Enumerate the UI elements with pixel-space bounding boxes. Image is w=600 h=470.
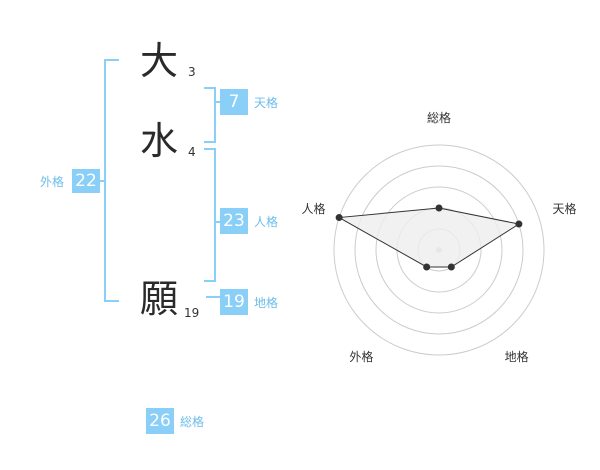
chikaku-bracket-tick	[206, 296, 220, 298]
radar-axis-label-天格: 天格	[553, 201, 577, 216]
chikaku-label: 地格	[254, 296, 279, 310]
gaikaku-bracket	[104, 59, 119, 302]
gaikaku-bracket-tick	[98, 180, 105, 182]
radar-axis-label-地格: 地格	[505, 349, 529, 364]
radar-area	[337, 207, 521, 268]
radar-axis-label-人格: 人格	[301, 201, 325, 216]
radar-axis-label-総格: 総格	[427, 110, 451, 125]
jinkaku-value: 23	[220, 208, 248, 234]
soukaku-value: 26	[146, 408, 174, 434]
radar-ring-4	[354, 165, 524, 335]
radar-axis-label-外格: 外格	[349, 349, 373, 364]
chikaku-value: 19	[220, 289, 248, 315]
jinkaku-label: 人格	[254, 215, 279, 229]
stroke-count-3: 19	[184, 306, 200, 320]
tenkaku-bracket-tick	[214, 101, 220, 103]
radar-point-天格	[515, 220, 523, 228]
tenkaku-bracket	[204, 87, 216, 143]
radar-point-外格	[423, 263, 431, 271]
jinkaku-bracket-tick	[214, 221, 220, 223]
jinkaku-bracket	[204, 148, 216, 282]
name-char-2: 水	[140, 119, 179, 163]
radar-point-総格	[435, 204, 443, 212]
radar-ring-3	[375, 186, 503, 314]
name-char-1: 大	[140, 39, 179, 83]
stroke-count-2: 4	[188, 145, 196, 159]
gaikaku-value: 22	[72, 169, 100, 193]
soukaku-label: 総格	[180, 415, 205, 429]
radar-point-地格	[447, 263, 455, 271]
name-char-3: 願	[140, 277, 179, 321]
tenkaku-value: 7	[220, 89, 248, 115]
radar-point-人格	[335, 214, 343, 222]
stroke-count-1: 3	[188, 65, 196, 79]
radar-ring-5	[333, 144, 545, 356]
tenkaku-label: 天格	[254, 96, 279, 110]
gaikaku-label: 外格	[40, 175, 65, 189]
